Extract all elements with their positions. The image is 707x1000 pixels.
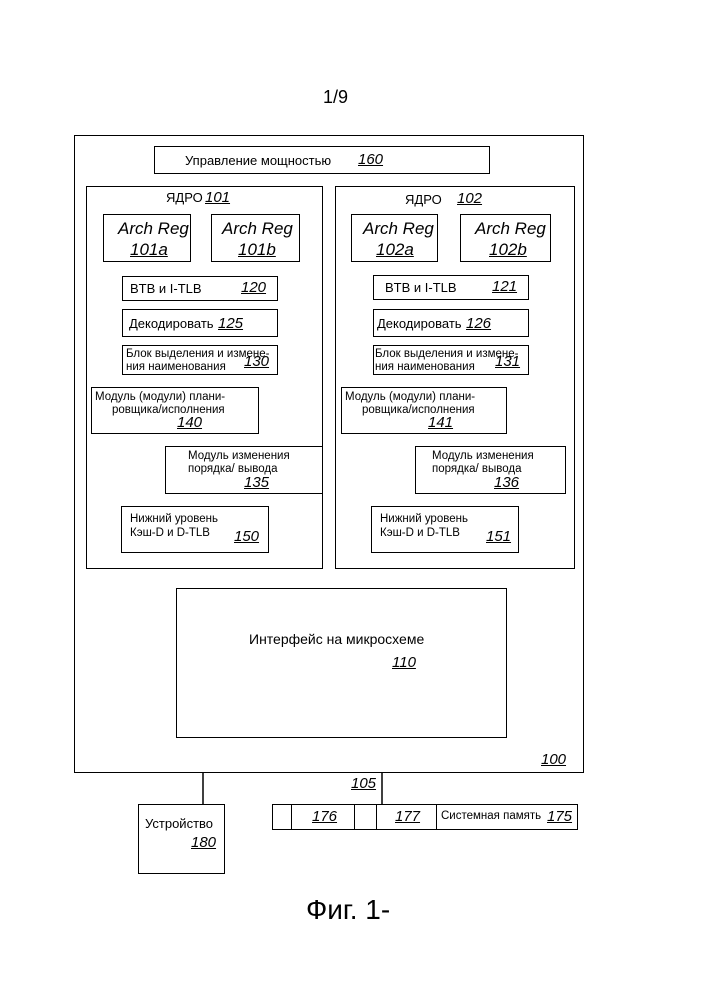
- scheduler-140: Модуль (модули) плани- ровщика/исполнени…: [91, 387, 259, 434]
- core-101-label: ЯДРО: [166, 191, 203, 204]
- cache-151: Нижний уровень Кэш-D и D-TLB 151: [371, 506, 519, 553]
- reorder-line1: Модуль изменения: [432, 450, 534, 463]
- core-102-number: 102: [457, 191, 482, 206]
- cache-line2: Кэш-D и D-TLB: [380, 527, 460, 540]
- arch-reg-label: Arch Reg: [222, 220, 293, 237]
- bus-number: 105: [351, 776, 376, 791]
- on-chip-interface: Интерфейс на микросхеме 110: [176, 588, 507, 738]
- interface-number: 110: [392, 655, 416, 670]
- memory-cell-divider: [354, 805, 355, 829]
- memory-cell-177: 177: [395, 809, 420, 824]
- processor-number: 100: [541, 752, 566, 767]
- rename-line2: ния наименования: [375, 361, 475, 374]
- reorder-136: Модуль изменения порядка/ вывода 136: [415, 446, 566, 494]
- scheduler-line2: ровщика/исполнения: [112, 404, 225, 417]
- btb-label: BTB и I-TLB: [385, 281, 457, 294]
- rename-number: 130: [244, 354, 269, 369]
- memory-cell-176: 176: [312, 809, 337, 824]
- arch-reg-number: 102b: [489, 241, 527, 258]
- decode-126: Декодировать 126: [373, 309, 529, 337]
- arch-reg-102a: Arch Reg 102a: [351, 214, 438, 262]
- decode-label: Декодировать: [129, 317, 214, 330]
- page-number: 1/9: [323, 88, 348, 106]
- arch-reg-102b: Arch Reg 102b: [460, 214, 551, 262]
- reorder-line1: Модуль изменения: [188, 450, 290, 463]
- device-label: Устройство: [145, 817, 213, 830]
- arch-reg-101b: Arch Reg 101b: [211, 214, 300, 262]
- reorder-number: 136: [494, 475, 519, 490]
- cache-line2: Кэш-D и D-TLB: [130, 527, 210, 540]
- memory-label: Системная память: [441, 811, 541, 823]
- btb-number: 120: [241, 280, 266, 295]
- reorder-135: Модуль изменения порядка/ вывода 135: [165, 446, 323, 494]
- scheduler-line1: Модуль (модули) плани-: [345, 391, 475, 404]
- scheduler-141: Модуль (модули) плани- ровщика/исполнени…: [341, 387, 507, 434]
- arch-reg-101a: Arch Reg 101a: [103, 214, 191, 262]
- btb-number: 121: [492, 279, 517, 294]
- memory-cell-divider: [376, 805, 377, 829]
- cache-number: 150: [234, 529, 259, 544]
- core-101-number: 101: [205, 190, 230, 205]
- scheduler-number: 141: [428, 415, 453, 430]
- core-102-label: ЯДРО: [405, 193, 442, 206]
- btb-itlb-121: BTB и I-TLB 121: [373, 275, 529, 300]
- arch-reg-number: 101b: [238, 241, 276, 258]
- btb-label: BTB и I-TLB: [130, 282, 202, 295]
- power-management-label: Управление мощностью: [185, 154, 331, 167]
- memory-cell-divider: [436, 805, 437, 829]
- reorder-number: 135: [244, 475, 269, 490]
- cache-line1: Нижний уровень: [130, 513, 218, 526]
- device-180: Устройство 180: [138, 804, 225, 874]
- power-management-number: 160: [358, 152, 383, 167]
- memory-number: 175: [547, 809, 572, 824]
- decode-number: 126: [466, 316, 491, 331]
- arch-reg-label: Arch Reg: [363, 220, 434, 237]
- decode-number: 125: [218, 316, 243, 331]
- arch-reg-number: 102a: [376, 241, 414, 258]
- interface-label: Интерфейс на микросхеме: [249, 632, 424, 646]
- rename-number: 131: [495, 354, 520, 369]
- btb-itlb-120: BTB и I-TLB 120: [122, 276, 278, 301]
- cache-number: 151: [486, 529, 511, 544]
- figure-caption: Фиг. 1-: [306, 896, 390, 924]
- arch-reg-number: 101a: [130, 241, 168, 258]
- decode-125: Декодировать 125: [122, 309, 278, 337]
- rename-line2: ния наименования: [126, 361, 226, 374]
- arch-reg-label: Arch Reg: [118, 220, 189, 237]
- cache-line1: Нижний уровень: [380, 513, 468, 526]
- system-memory-175: 176 177 Системная память 175: [272, 804, 578, 830]
- arch-reg-label: Arch Reg: [475, 220, 546, 237]
- cache-150: Нижний уровень Кэш-D и D-TLB 150: [121, 506, 269, 553]
- memory-cell-divider: [291, 805, 292, 829]
- rename-131: Блок выделения и измене- ния наименовани…: [373, 345, 529, 375]
- rename-130: Блок выделения и измене- ния наименовани…: [122, 345, 278, 375]
- scheduler-line2: ровщика/исполнения: [362, 404, 475, 417]
- power-management-block: Управление мощностью 160: [154, 146, 490, 174]
- scheduler-line1: Модуль (модули) плани-: [95, 391, 225, 404]
- decode-label: Декодировать: [377, 317, 462, 330]
- device-number: 180: [191, 835, 216, 850]
- scheduler-number: 140: [177, 415, 202, 430]
